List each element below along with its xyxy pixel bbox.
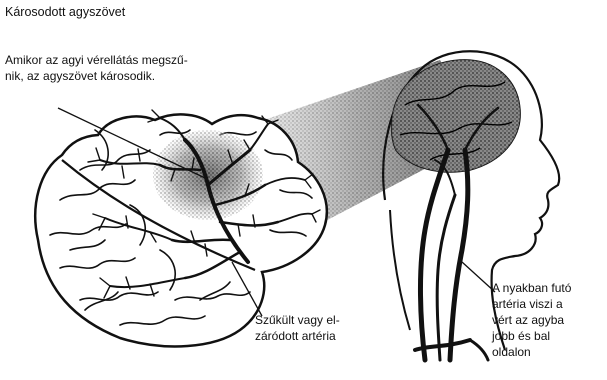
main-caption: Amikor az agyi vérellátás megszű- nik, a…: [5, 52, 188, 84]
neck-artery-line: oldalon: [492, 344, 571, 360]
main-caption-line: nik, az agyszövet károsodik.: [5, 68, 188, 84]
main-caption-line: Amikor az agyi vérellátás megszű-: [5, 52, 188, 68]
neck-artery-line: jobb és bal: [492, 328, 571, 344]
neck-artery-label: A nyakban futó artéria viszi a vért az a…: [492, 280, 571, 360]
narrowed-artery-line: záródott artéria: [255, 328, 340, 344]
neck-leader: [462, 262, 495, 292]
neck-artery-line: artéria viszi a: [492, 296, 571, 312]
neck-artery-left: [420, 150, 448, 360]
neck-artery-line: vért az agyba: [492, 312, 571, 328]
narrowed-artery-line: Szűkült vagy el-: [255, 312, 340, 328]
enlarged-brain: [35, 110, 327, 346]
neck-artery-line: A nyakban futó: [492, 280, 571, 296]
neck-artery-right: [450, 150, 468, 360]
narrowed-artery-label: Szűkült vagy el- záródott artéria: [255, 312, 340, 344]
diagram-title: Károsodott agyszövet: [5, 4, 125, 20]
